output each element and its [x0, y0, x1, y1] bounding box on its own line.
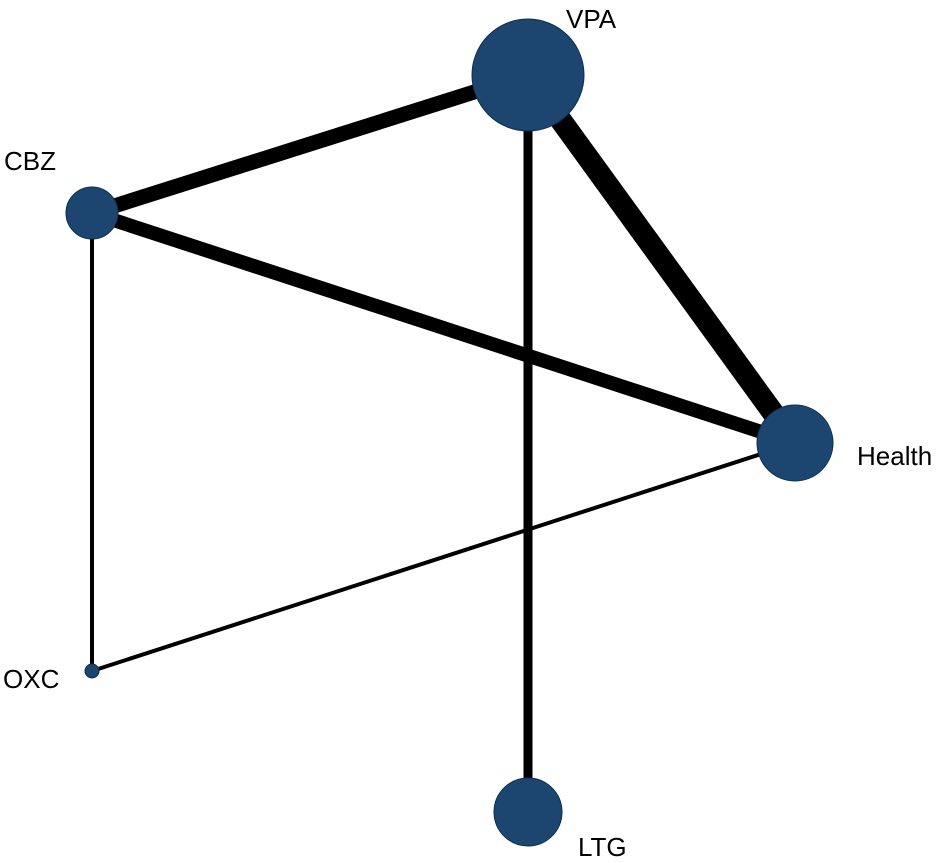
node-cbz [65, 186, 119, 240]
edge-cbz-health [89, 206, 798, 450]
edges-group [89, 67, 804, 812]
edge-oxc-health [91, 441, 796, 673]
node-vpa [471, 18, 585, 132]
edge-vpa-health [519, 68, 804, 450]
node-health [756, 404, 834, 482]
node-oxc [84, 663, 100, 679]
node-label-cbz: CBZ [4, 146, 56, 176]
node-ltg [493, 777, 563, 847]
node-label-vpa: VPA [566, 4, 617, 34]
nodes-group [65, 18, 834, 847]
node-label-ltg: LTG [578, 832, 627, 862]
node-label-oxc: OXC [3, 664, 59, 694]
node-label-health: Health [857, 441, 932, 471]
labels-group: VPA CBZ Health OXC LTG [3, 4, 932, 862]
edge-vpa-cbz [89, 67, 531, 221]
